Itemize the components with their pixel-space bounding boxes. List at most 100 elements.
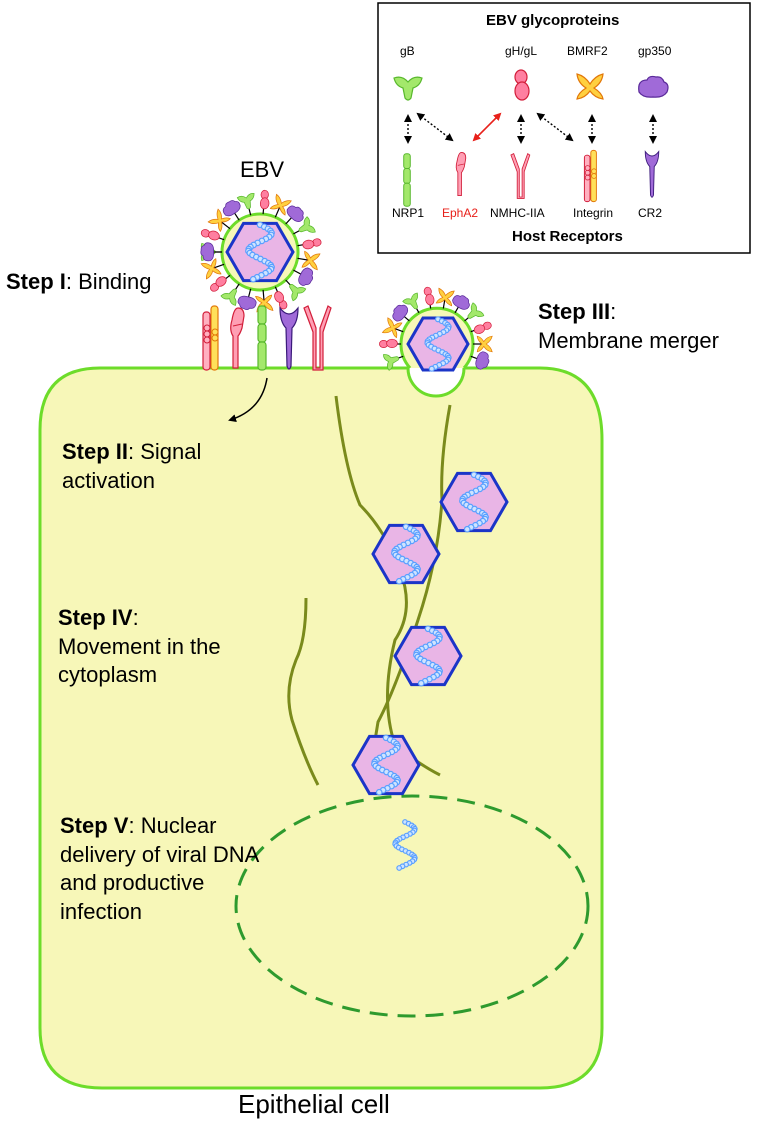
glycoprotein-spike (200, 258, 222, 280)
dna-bead (428, 365, 435, 372)
integrin-receptor (202, 305, 219, 371)
legend-box (377, 2, 751, 254)
step3-text-line2: Membrane merger (538, 327, 719, 353)
epha2-receptor (230, 307, 245, 369)
viral-dna (413, 625, 443, 687)
cell-label: Epithelial cell (238, 1089, 390, 1119)
dna-bead (375, 788, 383, 796)
dna-bead (249, 275, 257, 283)
step1-title: Step I (6, 269, 66, 294)
legend-title: EBV glycoproteins (486, 12, 620, 29)
step4-text: : (132, 605, 139, 630)
legend-epha2-label: EphA2 (442, 206, 479, 220)
capsid (439, 471, 509, 533)
ghgl-glyph (514, 69, 530, 101)
virion-label: EBV (240, 157, 285, 182)
dna-bead (417, 679, 425, 687)
viral-dna (392, 819, 418, 871)
virion-glycoproteins (199, 189, 323, 313)
step4-label: Step IV: Movement in the cytoplasm (58, 604, 221, 690)
capsid (371, 523, 441, 585)
merging-glycoproteins (379, 286, 494, 372)
virion-capsid (225, 221, 295, 283)
glycoprotein-spike (388, 301, 411, 324)
capsid-shell (406, 316, 470, 372)
legend-nrp1-label: NRP1 (392, 206, 425, 220)
capsid-shell (225, 221, 295, 283)
capsid-shell (371, 523, 441, 585)
dna-bead (396, 865, 403, 871)
step1-label: Step I: Binding (6, 268, 152, 297)
signal-arrow (228, 377, 268, 423)
step5-label: Step V: Nuclear delivery of viral DNA an… (60, 812, 259, 926)
capsid (393, 625, 463, 687)
microtubule-2 (368, 404, 452, 781)
microtubule-3 (287, 597, 320, 786)
dna-bead (395, 577, 403, 585)
capsid-shell (439, 471, 509, 533)
glycoprotein-spike (379, 338, 398, 348)
capsid (351, 734, 421, 796)
step4-text-line3: cytoplasm (58, 662, 158, 688)
glycoprotein-spike (472, 320, 494, 336)
glycoprotein-spike (301, 237, 323, 251)
step2-title: Step II (62, 439, 129, 464)
step5-title: Step V (60, 813, 129, 838)
legend-cr2-label: CR2 (638, 206, 663, 220)
step3-text: : (610, 299, 617, 324)
ebv-virion-merging (379, 286, 494, 372)
viral-dna-free (392, 819, 418, 871)
glycoprotein-spike (207, 274, 229, 294)
step4-title: Step IV (58, 605, 133, 630)
legend-nrp1-glyph (403, 153, 411, 207)
nmhc-iia-receptor (303, 305, 332, 371)
glycoprotein-spike (272, 289, 289, 312)
surface-receptors (202, 305, 332, 371)
dna-bead (463, 525, 471, 533)
merging-capsid (406, 316, 470, 372)
glycoprotein-spike (423, 286, 436, 306)
step2-label: Step II: Signal activation (62, 438, 201, 495)
legend-ghgl-label: gH/gL (505, 44, 538, 58)
viral-dna (371, 734, 401, 796)
step5-text-line3: and productive (60, 870, 205, 896)
viral-dna (391, 523, 421, 585)
arrow-ghgl-epha2 (472, 112, 502, 142)
capsid (225, 221, 295, 283)
legend-frame (377, 2, 751, 254)
capsid (406, 316, 470, 372)
glycoprotein-spike (236, 192, 258, 212)
legend-footer: Host Receptors (512, 228, 623, 245)
cell-membrane (38, 366, 604, 1090)
legend-integrin-label: Integrin (573, 206, 614, 220)
nrp1-receptor (257, 305, 267, 371)
epithelial-cell (38, 366, 604, 1090)
glycoprotein-spike (259, 189, 271, 210)
legend-integrin-glyph (583, 149, 597, 203)
cr2-receptor (279, 307, 299, 370)
step5-text-line2: delivery of viral DNA (60, 841, 260, 867)
ebv-virion-binding (199, 189, 323, 313)
glycoprotein-spike (301, 250, 321, 271)
step5-text-line4: infection (60, 898, 142, 924)
glycoprotein-spike (199, 226, 221, 242)
glycoprotein-spike (435, 287, 455, 307)
arrow-ghgl-integrin (536, 112, 574, 142)
legend-gb-label: gB (400, 44, 415, 58)
step3-label: Step III: Membrane merger (538, 298, 719, 355)
legend-nmhc-label: NMHC-IIA (490, 206, 545, 220)
capsid-shell (393, 625, 463, 687)
step5-text: : Nuclear (128, 813, 217, 838)
step2-text-line2: activation (62, 467, 155, 493)
step1-text: : Binding (65, 269, 152, 294)
viral-dna (245, 221, 275, 283)
legend-gp350-label: gp350 (638, 44, 672, 58)
capsid-shell (351, 734, 421, 796)
legend-bmrf2-label: BMRF2 (567, 44, 608, 58)
capsid-group (351, 471, 509, 796)
viral-dna (424, 316, 452, 372)
step2-text: : Signal (128, 439, 202, 464)
glycoprotein-spike (450, 291, 473, 313)
step4-text-line2: Movement in the (58, 633, 221, 659)
